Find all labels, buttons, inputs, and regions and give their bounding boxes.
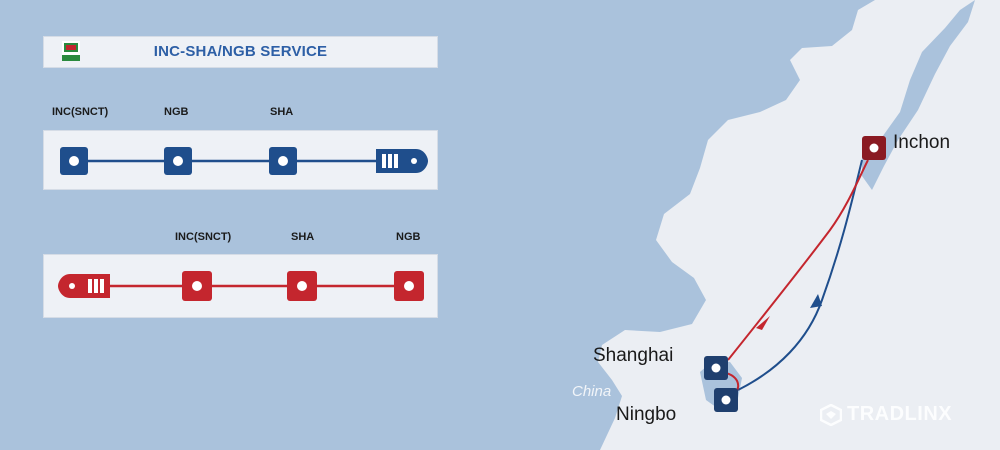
south-port-label-2: SHA <box>291 231 315 243</box>
shanghai-marker[interactable] <box>704 356 728 380</box>
ship-icon <box>58 274 110 298</box>
shanghai-label: Shanghai <box>593 345 674 366</box>
ship-icon <box>376 149 428 173</box>
south-port-label-1: INC(SNCT) <box>175 231 232 243</box>
ningbo-label: Ningbo <box>616 404 677 425</box>
island-2 <box>710 410 740 446</box>
tradlinx-watermark: TRADLINX <box>820 403 952 426</box>
southbound-route <box>737 159 863 391</box>
north-port-label-3: SHA <box>270 106 294 118</box>
northbound-arrow <box>756 316 770 330</box>
service-title: INC-SHA/NGB SERVICE <box>153 43 328 60</box>
inchon-marker[interactable] <box>862 136 886 160</box>
north-port-label-2: NGB <box>164 106 189 118</box>
north-port-stop-1[interactable] <box>60 147 88 175</box>
land-china-korea <box>598 0 1000 450</box>
southbound-arrow <box>810 294 822 308</box>
south-port-stop-1[interactable] <box>182 271 212 301</box>
island-1 <box>965 276 1000 335</box>
yellow-sea-inlet <box>862 0 975 190</box>
service-title-bar: INC-SHA/NGB SERVICE <box>43 36 438 68</box>
south-port-stop-2[interactable] <box>287 271 317 301</box>
country-label: China <box>572 383 612 400</box>
northbound-rotation-panel <box>43 130 438 190</box>
south-port-stop-3[interactable] <box>394 271 424 301</box>
north-port-label-1: INC(SNCT) <box>52 106 109 118</box>
north-port-stop-2[interactable] <box>164 147 192 175</box>
inchon-label: Inchon <box>893 132 951 153</box>
carrier-logo-icon <box>62 41 80 61</box>
watermark-text: TRADLINX <box>847 403 953 425</box>
ningbo-marker[interactable] <box>714 388 738 412</box>
southbound-rotation-panel <box>43 254 438 318</box>
tradlinx-logo-icon <box>820 403 842 426</box>
south-port-label-3: NGB <box>396 231 421 243</box>
north-port-stop-3[interactable] <box>269 147 297 175</box>
